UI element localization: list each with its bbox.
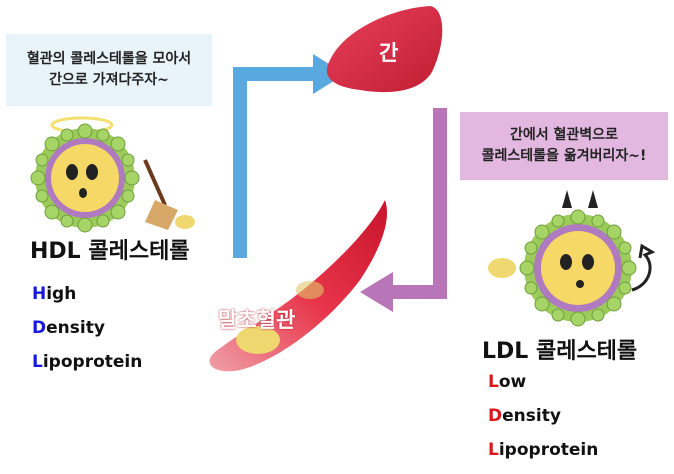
liver-label: 간: [379, 41, 399, 65]
hdl-title: HDL 콜레스테롤: [30, 239, 190, 264]
acronym-rest: ipoprotein: [42, 352, 143, 372]
hdl-bubble-line: 간으로 가져다주자~: [49, 72, 169, 88]
ldl-bubble-line: 콜레스테롤을 옮겨버리자~!: [481, 148, 647, 164]
broom-icon: [143, 159, 195, 230]
ldl-bubble-line: 간에서 혈관벽으로: [510, 127, 618, 143]
acronym-initial: H: [32, 284, 47, 304]
ldl-speech-bubble: 간에서 혈관벽으로 콜레스테롤을 옮겨버리자~!: [460, 112, 668, 180]
acronym-rest: ow: [498, 372, 527, 392]
hdl-arrow: [233, 54, 345, 258]
devil-tail-icon: [631, 243, 656, 292]
hdl-speech-bubble: 혈관의 콜레스테롤을 모아서 간으로 가져다주자~: [6, 34, 212, 106]
acronym-initial: L: [32, 352, 43, 372]
blood-vessel: [209, 200, 388, 372]
acronym-line: Low: [488, 372, 598, 406]
acronym-line: Lipoprotein: [488, 440, 598, 474]
acronym-initial: D: [488, 406, 503, 426]
hdl-bubble-line: 혈관의 콜레스테롤을 모아서: [26, 51, 192, 67]
acronym-line: Density: [488, 406, 598, 440]
acronym-initial: L: [488, 440, 499, 460]
acronym-initial: D: [32, 318, 47, 338]
acronym-line: Density: [32, 318, 142, 352]
acronym-rest: ipoprotein: [498, 440, 599, 460]
hdl-acronym: High Density Lipoprotein: [32, 284, 142, 386]
acronym-line: High: [32, 284, 142, 318]
devil-horns-icon: [562, 190, 598, 208]
ldl-acronym: Low Density Lipoprotein: [488, 372, 598, 474]
acronym-rest: ensity: [502, 406, 561, 426]
liver-shape: [326, 6, 443, 93]
acronym-initial: L: [488, 372, 499, 392]
ldl-character: [488, 190, 656, 327]
acronym-rest: ensity: [46, 318, 105, 338]
ldl-title: LDL 콜레스테롤: [482, 339, 638, 364]
ldl-arrow: [360, 108, 447, 312]
vessel-label: 말초혈관: [218, 308, 296, 332]
acronym-rest: igh: [46, 284, 77, 304]
acronym-line: Lipoprotein: [32, 352, 142, 386]
hdl-character: [30, 116, 195, 233]
